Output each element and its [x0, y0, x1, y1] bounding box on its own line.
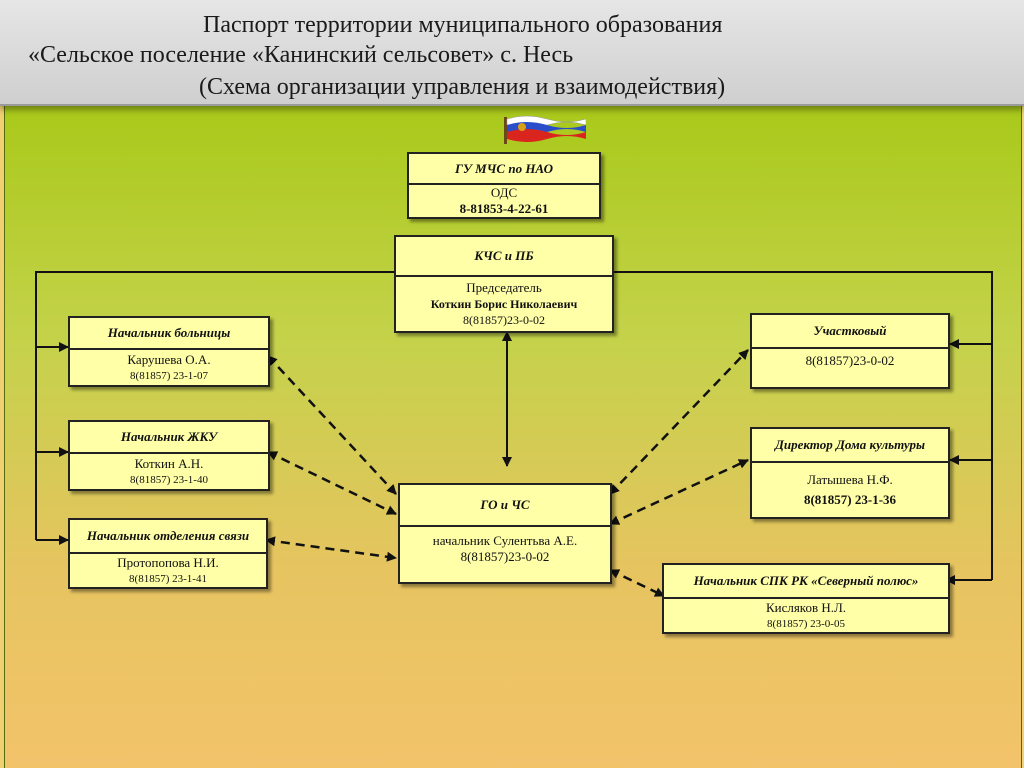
- node-police: Участковый 8(81857)23-0-02: [750, 313, 950, 389]
- dashed-links: [265, 349, 749, 598]
- node-kchs-title: КЧС и ПБ: [396, 237, 612, 277]
- node-culture-name: Латышева Н.Ф.: [807, 472, 893, 487]
- title-banner: Паспорт территории муниципального образо…: [0, 0, 1024, 106]
- node-post-name: Протопопова Н.И.: [117, 554, 219, 570]
- title-line-2: «Сельское поселение «Канинский сельсовет…: [28, 42, 574, 68]
- node-gochs-name: начальник Сулентьва А.Е.: [432, 533, 578, 548]
- node-culture: Директор Дома культуры Латышева Н.Ф. 8(8…: [750, 427, 950, 519]
- node-kchs-phone: 8(81857)23-0-02: [463, 313, 545, 327]
- node-hospital-name: Карушева О.А.: [127, 351, 211, 367]
- node-zhku-phone: 8(81857) 23-1-40: [130, 473, 208, 486]
- node-mchs-phone: 8-81853-4-22-61: [459, 201, 549, 216]
- title-line-1: Паспорт территории муниципального образо…: [203, 12, 723, 38]
- node-zhku-name: Коткин А.Н.: [134, 455, 204, 471]
- node-gochs: ГО и ЧС начальник Сулентьва А.Е. 8(81857…: [398, 483, 612, 584]
- node-mchs-line1: ОДС: [490, 185, 518, 200]
- node-police-phone: 8(81857)23-0-02: [805, 353, 895, 368]
- node-post-title: Начальник отделения связи: [70, 520, 266, 554]
- node-spk-title: Начальник СПК РК «Северный полюс»: [664, 565, 948, 599]
- node-spk-name: Кисляков Н.Л.: [765, 599, 847, 615]
- node-hospital-title: Начальник больницы: [70, 318, 268, 350]
- node-gochs-title: ГО и ЧС: [400, 485, 610, 527]
- node-hospital-phone: 8(81857) 23-1-07: [130, 369, 208, 382]
- node-zhku-title: Начальник ЖКУ: [70, 422, 268, 454]
- node-gochs-phone: 8(81857)23-0-02: [460, 549, 550, 564]
- node-mchs-title: ГУ МЧС по НАО: [409, 154, 599, 185]
- right-bus-lines: [612, 271, 993, 585]
- node-kchs-name: Коткин Борис Николаевич: [430, 297, 578, 311]
- node-mchs: ГУ МЧС по НАО ОДС 8-81853-4-22-61: [407, 152, 601, 219]
- left-bus-lines: [35, 271, 396, 545]
- node-zhku: Начальник ЖКУ Коткин А.Н. 8(81857) 23-1-…: [68, 420, 270, 491]
- node-police-title: Участковый: [752, 315, 948, 349]
- russian-flag-icon: [504, 115, 586, 144]
- node-hospital: Начальник больницы Карушева О.А. 8(81857…: [68, 316, 270, 387]
- node-kchs-role: Председатель: [466, 280, 542, 295]
- node-culture-title: Директор Дома культуры: [752, 429, 948, 463]
- node-culture-phone: 8(81857) 23-1-36: [803, 492, 897, 507]
- node-post: Начальник отделения связи Протопопова Н.…: [68, 518, 268, 589]
- title-line-3: (Схема организации управления и взаимоде…: [199, 74, 726, 100]
- node-kchs: КЧС и ПБ Председатель Коткин Борис Никол…: [394, 235, 614, 333]
- node-spk: Начальник СПК РК «Северный полюс» Кисляк…: [662, 563, 950, 634]
- node-post-phone: 8(81857) 23-1-41: [129, 572, 207, 585]
- node-spk-phone: 8(81857) 23-0-05: [767, 617, 845, 630]
